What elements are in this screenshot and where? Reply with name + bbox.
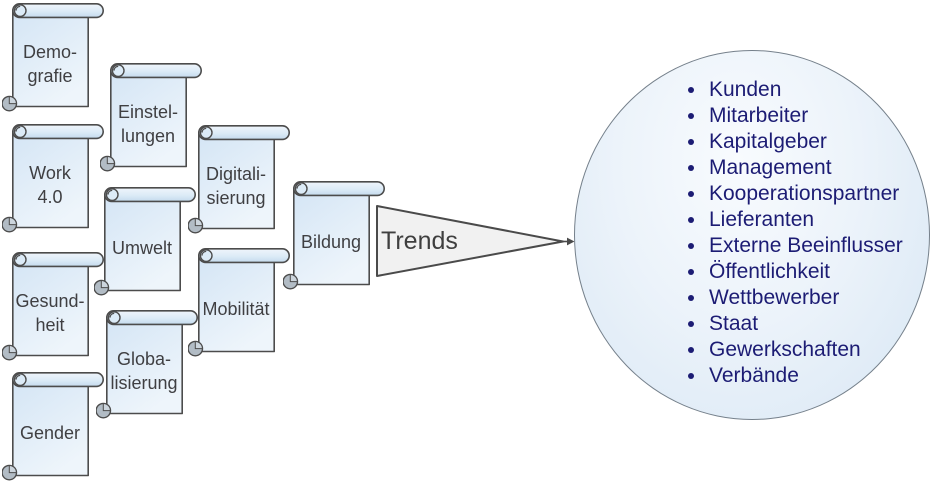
scroll-label-work-4-0: Work 4.0 [29, 162, 71, 207]
stakeholder-item: Öffentlichkeit [707, 259, 903, 285]
scroll-mobilitaet: Mobilität [188, 248, 290, 358]
stakeholder-item: Lieferanten [707, 207, 903, 233]
stakeholder-item: Externe Beeinflusser [707, 233, 903, 259]
stakeholder-item: Kooperationspartner [707, 181, 903, 207]
scroll-gender: Gender [2, 372, 104, 482]
scroll-bildung: Bildung [283, 181, 385, 291]
stakeholder-item: Mitarbeiter [707, 103, 903, 129]
scroll-label-mobilitaet: Mobilität [202, 298, 270, 319]
scroll-label-globalisierung: Globa- lisierung [110, 348, 178, 393]
scroll-globalisierung: Globa- lisierung [96, 310, 198, 420]
scroll-label-demografie: Demo- grafie [22, 41, 77, 86]
stakeholder-circle [574, 50, 930, 420]
scroll-label-umwelt: Umwelt [111, 237, 172, 258]
scroll-label-digitalisierung: Digitali- sierung [205, 163, 266, 208]
scroll-einstellungen: Einstel- lungen [100, 63, 202, 173]
stakeholder-list: Kunden Mitarbeiter Kapitalgeber Manageme… [684, 77, 903, 389]
stakeholder-item: Wettbewerber [707, 285, 903, 311]
stakeholder-item: Gewerkschaften [707, 337, 903, 363]
stakeholder-item: Kunden [707, 77, 903, 103]
stakeholder-item: Kapitalgeber [707, 129, 903, 155]
scroll-work-4-0: Work 4.0 [2, 124, 104, 234]
stakeholder-item: Staat [707, 311, 903, 337]
trends-label: Trends [381, 227, 458, 255]
stakeholder-item: Management [707, 155, 903, 181]
scroll-digitalisierung: Digitali- sierung [188, 125, 290, 235]
scroll-label-bildung: Bildung [300, 231, 362, 252]
scroll-label-gender: Gender [19, 422, 81, 443]
scroll-gesundheit: Gesund- heit [2, 252, 104, 362]
scroll-demografie: Demo- grafie [2, 3, 104, 113]
trends-arrow [373, 200, 579, 286]
scroll-umwelt: Umwelt [94, 187, 196, 297]
stakeholder-item: Verbände [707, 363, 903, 389]
scroll-label-einstellungen: Einstel- lungen [117, 101, 179, 146]
arrow-shape [376, 205, 575, 277]
scroll-label-gesundheit: Gesund- heit [15, 290, 85, 335]
